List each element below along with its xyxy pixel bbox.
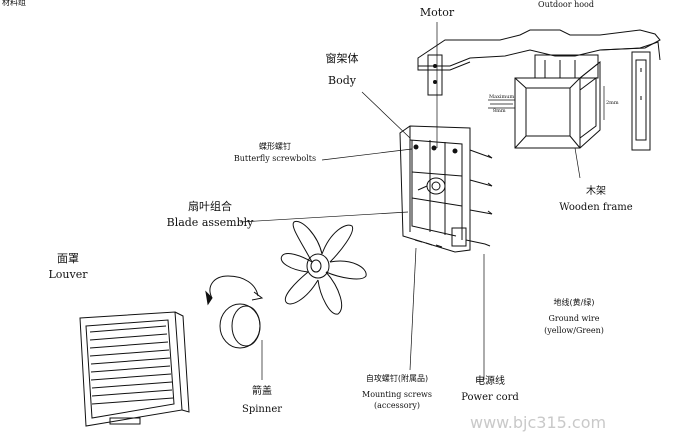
mounting-label-en-1: Mounting screws [362, 390, 432, 399]
right-mount-post [631, 51, 651, 151]
wooden-frame [514, 60, 601, 149]
outdoor-hood [534, 54, 599, 79]
body-label-en: Body [328, 74, 356, 87]
spinner-part [205, 275, 264, 349]
blade-label-en: Blade assembly [166, 216, 254, 229]
louver-label-zh: 面罩 [57, 252, 79, 265]
screwbolts-label-en: Butterfly screwbolts [233, 154, 317, 163]
power-cord-label-en: Power cord [461, 392, 519, 403]
ground-wire-label-en-2: (yellow/Green) [544, 326, 604, 335]
ground-wire-label-zh: 地线(黄/绿) [553, 298, 595, 307]
spinner-label-en: Spinner [241, 404, 283, 415]
wooden-frame-label-en: Wooden frame [559, 202, 633, 213]
blade-label-zh: 扇叶组合 [188, 200, 232, 213]
max-dimension-label-1: Maximum [489, 94, 515, 100]
corner-text: 材料组 [2, 0, 26, 7]
max-dimension-label-2: 8mm [493, 108, 506, 114]
spinner-label-zh: 箭盖 [252, 386, 272, 397]
dimension-lines [488, 86, 605, 120]
body-frame [399, 125, 493, 253]
louver-label-en: Louver [48, 268, 88, 281]
motor-label: Motor [419, 6, 455, 19]
body-label-zh: 窗架体 [325, 52, 359, 65]
wooden-frame-label-zh: 木架 [586, 186, 606, 197]
watermark-text: www.bjc315.com [470, 413, 607, 432]
side-dimension-label: 2mm [606, 100, 619, 106]
ceiling-structure [417, 29, 661, 71]
ground-wire-label-en-1: Ground wire [548, 314, 600, 323]
left-mount-post [427, 54, 443, 96]
louver-panel [79, 311, 190, 427]
screwbolts-label-zh: 蝶形螺钉 [259, 142, 291, 151]
blade-assembly [280, 220, 367, 315]
leader-lines [239, 91, 581, 380]
power-cord-label-zh: 电源线 [475, 376, 505, 387]
mounting-label-en-2: (accessory) [373, 401, 421, 410]
outdoor-hood-label: Outdoor hood [538, 0, 594, 9]
mounting-label-zh: 自攻螺钉(附属品) [365, 374, 429, 383]
